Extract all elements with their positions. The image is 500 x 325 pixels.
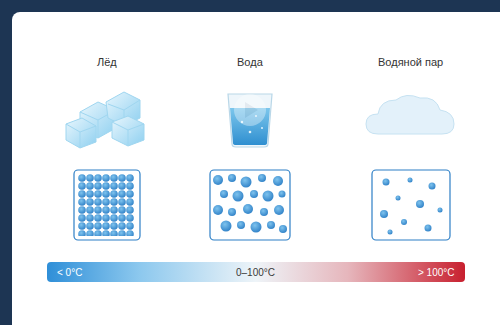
vapor-cloud: [366, 95, 454, 134]
temperature-bar: < 0°C 0–100°C > 100°C: [47, 262, 465, 282]
temperature-label: 0–100°C: [236, 267, 275, 278]
water-molecules: [210, 170, 290, 240]
vapor-heading: Водяной пар: [378, 56, 443, 68]
temperature-label: > 100°C: [418, 267, 455, 278]
water-heading: Вода: [237, 56, 263, 68]
temperature-label: < 0°C: [57, 267, 82, 278]
play-button: [234, 94, 266, 126]
water-glass: [228, 94, 272, 147]
ice-molecules: [74, 170, 140, 240]
ice-heading: Лёд: [97, 56, 117, 68]
ice-cubes: [66, 92, 144, 148]
vapor-molecules: [372, 170, 450, 240]
